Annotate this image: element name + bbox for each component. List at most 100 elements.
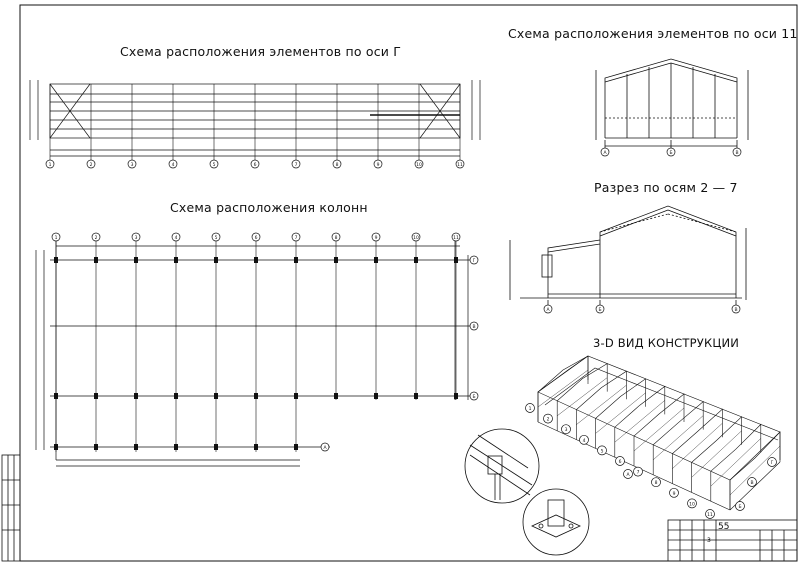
svg-text:8: 8	[335, 235, 338, 241]
column-mark	[414, 257, 418, 263]
svg-text:8: 8	[655, 480, 658, 486]
column-mark	[454, 393, 458, 399]
view-3d-frame	[652, 400, 704, 475]
svg-text:2: 2	[95, 235, 98, 241]
axis-g-bubble-7: 7	[291, 159, 301, 169]
column-mark	[54, 393, 58, 399]
svg-text:5: 5	[601, 448, 604, 454]
axis-g-bubble-2: 2	[86, 159, 96, 169]
svg-text:9: 9	[375, 235, 378, 241]
view-3d-frame	[556, 363, 608, 431]
svg-text:7: 7	[295, 235, 298, 241]
column-mark	[294, 444, 298, 450]
columns-scheme-title: Схема расположения колонн	[170, 200, 368, 215]
axis-11-bubble-Б: Б	[666, 147, 676, 157]
svg-text:Г: Г	[473, 258, 476, 264]
view-3d-girt	[614, 400, 665, 443]
view-3d-frame	[576, 370, 627, 440]
axis-g-bubble-6: 6	[250, 159, 260, 169]
svg-text:Б: Б	[472, 394, 475, 400]
plan-row-bubble-А: А	[320, 442, 330, 452]
title-block	[667, 519, 798, 562]
column-mark	[94, 393, 98, 399]
view-3d-callout-2: 2	[543, 413, 553, 424]
svg-text:7: 7	[637, 470, 640, 476]
svg-text:1: 1	[49, 162, 52, 168]
plan-row-bubble-Г: Г	[469, 255, 479, 265]
svg-text:10: 10	[413, 235, 419, 241]
svg-text:1: 1	[529, 406, 532, 412]
plan-bubble-2: 2	[91, 232, 101, 242]
svg-text:В: В	[472, 324, 475, 330]
view-3d-girt	[691, 430, 742, 478]
view-3d-frame	[595, 378, 646, 449]
view-3d-frame	[691, 416, 742, 493]
view-3d-callout-8: 8	[651, 477, 661, 488]
plan-bubble-6: 6	[251, 232, 261, 242]
view-3d-frame	[672, 408, 723, 484]
view-3d-frame	[710, 423, 762, 502]
sheet-number: 3	[707, 537, 711, 544]
view-3d-girt	[576, 385, 627, 425]
column-mark	[214, 257, 218, 263]
svg-text:Б: Б	[669, 150, 672, 156]
view-3d-callout-11: 11	[705, 509, 715, 519]
sheet-frame	[19, 4, 798, 562]
svg-text:9: 9	[673, 491, 676, 497]
svg-text:Б: Б	[598, 307, 601, 313]
column-mark	[334, 393, 338, 399]
axis-g-bubble-4: 4	[168, 159, 178, 169]
svg-text:В: В	[750, 480, 753, 486]
svg-text:6: 6	[619, 459, 622, 465]
plan-bubble-8: 8	[331, 232, 341, 242]
view-3d-frames	[537, 355, 781, 510]
axis-11-frame	[595, 58, 749, 148]
view-3d-frame	[537, 355, 589, 422]
axis-g-bubble-10: 10	[414, 159, 424, 169]
svg-text:4: 4	[172, 162, 175, 168]
columns-plan	[35, 240, 470, 467]
view-3d-girt	[672, 423, 723, 469]
svg-text:11: 11	[707, 512, 713, 518]
svg-text:11: 11	[453, 235, 459, 241]
svg-text:9: 9	[377, 162, 380, 168]
binding-strip	[1, 454, 21, 562]
detail-node-2	[522, 488, 590, 556]
column-mark	[414, 393, 418, 399]
svg-text:10: 10	[689, 501, 695, 507]
view-3d-girt	[710, 438, 761, 487]
axis-g-bubble-8: 8	[332, 159, 342, 169]
plan-bubble-7: 7	[291, 232, 301, 242]
svg-text:1: 1	[55, 235, 58, 241]
view-3d-callout-В: В	[747, 477, 757, 487]
column-mark	[214, 393, 218, 399]
view-3d-callout-7: 7	[633, 466, 643, 477]
column-mark	[134, 444, 138, 450]
svg-text:6: 6	[254, 162, 257, 168]
column-mark	[294, 393, 298, 399]
column-mark	[294, 257, 298, 263]
svg-text:11: 11	[457, 162, 463, 168]
svg-text:6: 6	[255, 235, 258, 241]
view-3d-callout-1: 1	[525, 403, 535, 413]
axis-g-bubble-5: 5	[209, 159, 219, 169]
svg-text:4: 4	[175, 235, 178, 241]
axis-11-scheme-title: Схема расположения элементов по оси 11	[508, 26, 798, 41]
section-frame	[509, 205, 747, 306]
svg-text:В: В	[735, 150, 738, 156]
svg-text:2: 2	[90, 162, 93, 168]
section-title: Разрез по осям 2 — 7	[594, 180, 738, 195]
svg-text:4: 4	[583, 438, 586, 444]
column-mark	[174, 444, 178, 450]
svg-text:В: В	[734, 307, 737, 313]
column-mark	[174, 393, 178, 399]
svg-text:8: 8	[336, 162, 339, 168]
drawing-number: 55	[718, 522, 730, 532]
section-bubble-В: В	[731, 304, 741, 314]
axis-11-bubble-В: В	[732, 147, 742, 157]
